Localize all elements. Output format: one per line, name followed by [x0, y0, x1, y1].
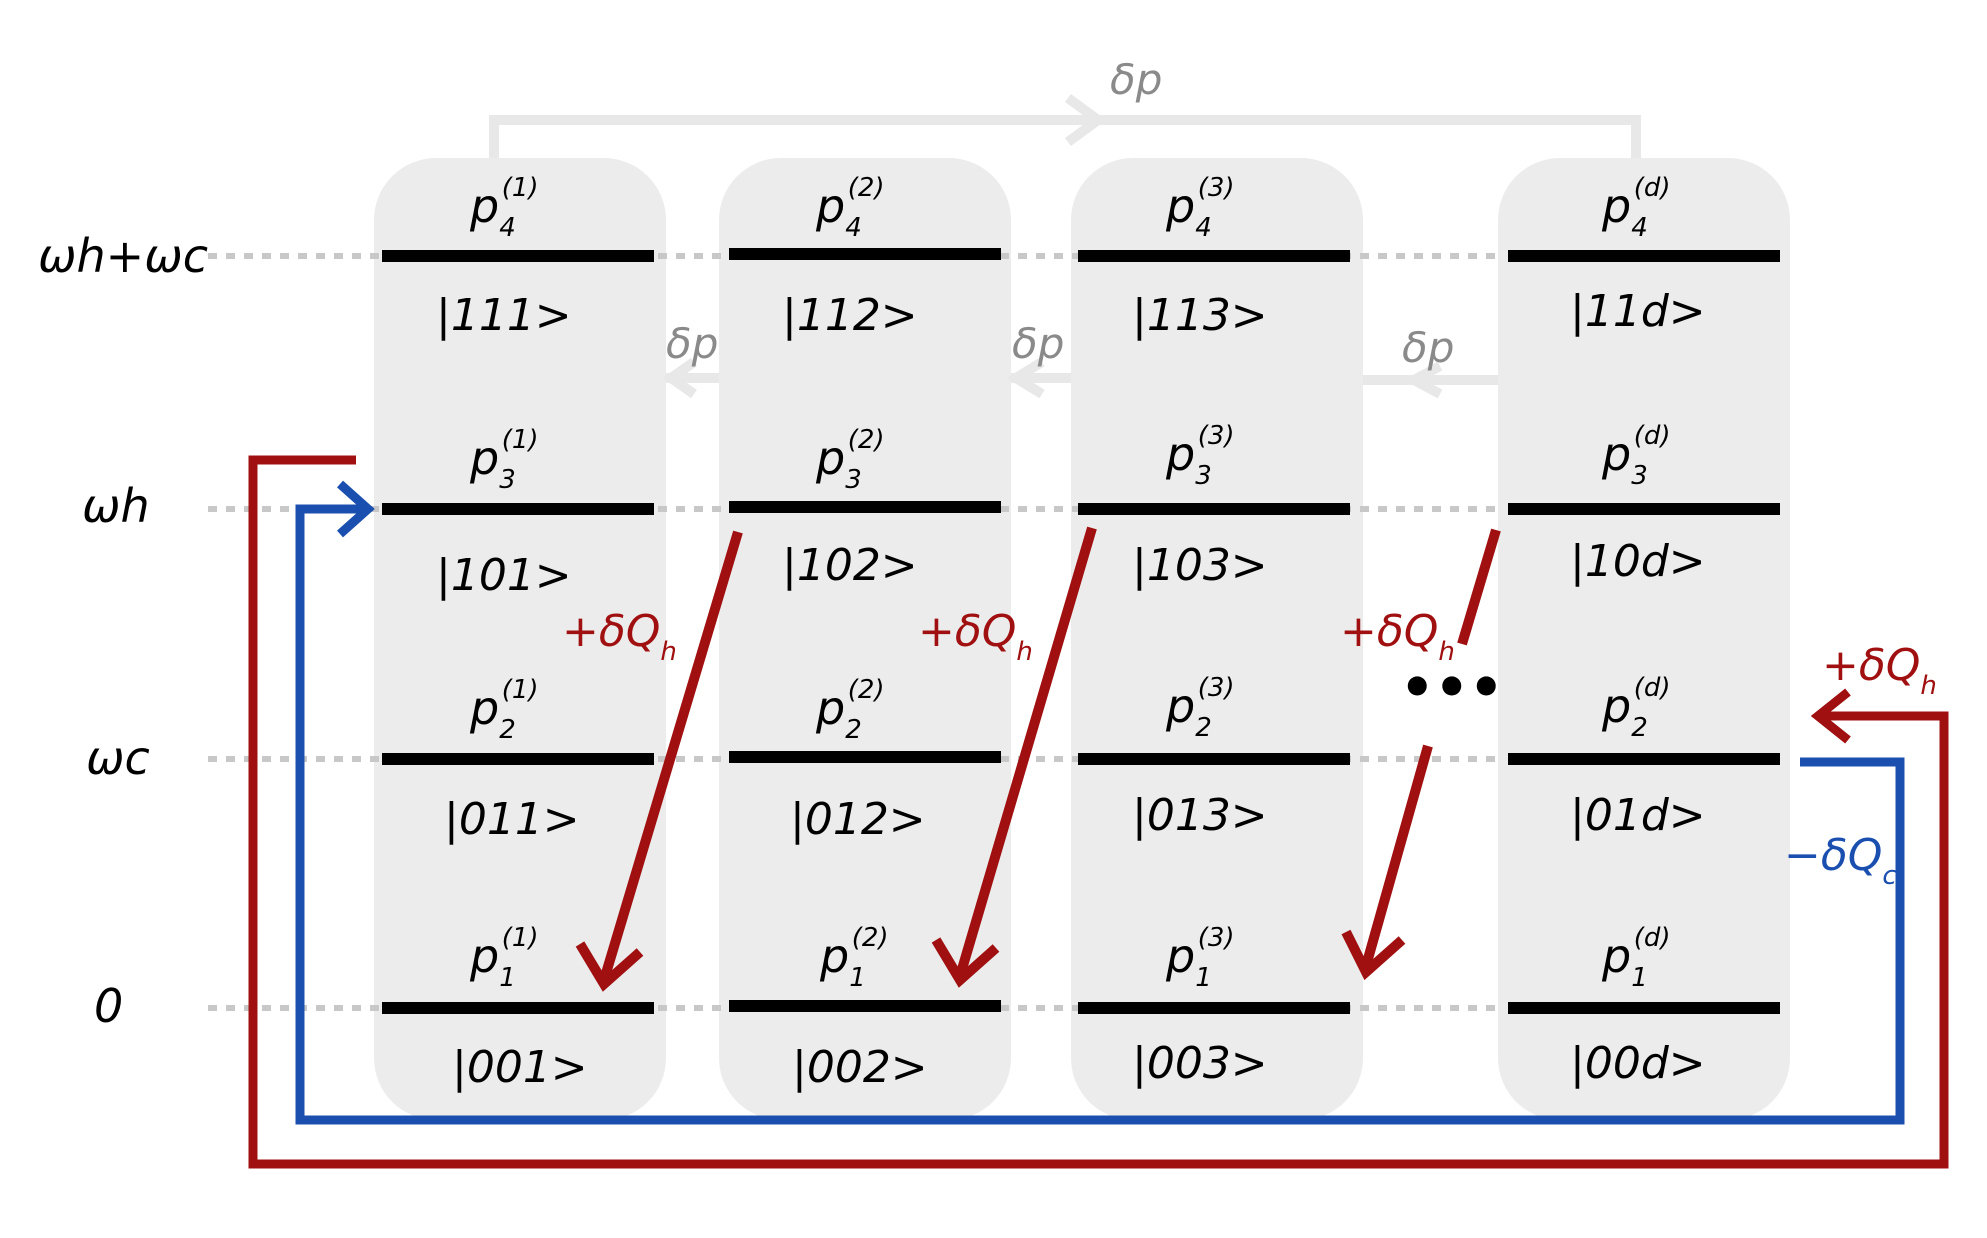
hot-arrow-3-shaft-top: [1457, 528, 1501, 646]
state-c3-2: |013>: [1132, 790, 1268, 841]
level-bar-c1-1: [382, 1002, 654, 1014]
hot-label-3: +δQh: [1340, 606, 1455, 667]
population-p4-cd: p4(d): [1601, 173, 1671, 243]
population-p2-c2: p2(2): [815, 675, 885, 745]
delta-p-label-1: δp: [666, 319, 718, 368]
energy-axis-labels: ωh+ωc ωh ωc 0: [38, 229, 208, 1033]
level-bar-c3-1: [1078, 1002, 1350, 1014]
level-bar-cd-1: [1508, 1002, 1780, 1014]
population-p1-c3: p1(3): [1165, 923, 1235, 993]
level-bar-cd-2: [1508, 753, 1780, 765]
hot-loop-arrowhead: [1810, 688, 1851, 744]
column-1-bg: [374, 158, 666, 1120]
level-bars: [382, 248, 1780, 1014]
hot-arrow-3-shaft-bottom: [1361, 744, 1433, 968]
delta-p-arrows: [489, 93, 1641, 399]
hot-label-1: +δQh: [562, 606, 677, 667]
state-cd-3: |10d>: [1570, 536, 1706, 587]
level-bar-c2-3: [729, 501, 1001, 513]
hot-arrow-2-shaft: [955, 526, 1097, 978]
column-2-bg: [719, 158, 1011, 1120]
population-p4-c2: p4(2): [815, 173, 885, 243]
state-c1-4: |111>: [436, 290, 572, 341]
population-p4-c3: p4(3): [1165, 173, 1235, 243]
state-c1-3: |101>: [436, 550, 572, 601]
population-p3-cd: p3(d): [1601, 421, 1671, 491]
state-labels: |111> |101> |011> |001> |112> |102> |012…: [436, 286, 1706, 1093]
hot-arrow-3-head: [1341, 929, 1406, 981]
population-p3-c1: p3(1): [469, 425, 539, 495]
energy-label-wh: ωh: [82, 479, 150, 533]
cold-heat-label: −δQc: [1784, 830, 1897, 891]
level-bar-cd-4: [1508, 250, 1780, 262]
delta-p-labels: δp δp δp δp: [666, 55, 1454, 372]
state-c3-1: |003>: [1132, 1038, 1268, 1089]
column-ellipsis: •••: [1400, 656, 1504, 719]
state-c2-4: |112>: [782, 290, 918, 341]
delta-p-label-top: δp: [1110, 55, 1162, 104]
delta-p-arrowhead-3-to-2: [1006, 357, 1045, 399]
state-c3-4: |113>: [1132, 290, 1268, 341]
state-cd-1: |00d>: [1570, 1038, 1706, 1089]
column-d-bg: [1498, 158, 1790, 1120]
population-p2-c1: p2(1): [469, 675, 539, 745]
hot-loop: [248, 455, 1949, 1169]
hot-loop-path: [248, 455, 1949, 1169]
population-p1-c2: p1(2): [819, 923, 889, 993]
energy-label-wc: ωc: [86, 731, 150, 785]
population-p2-c3: p2(3): [1165, 673, 1235, 743]
state-c1-1: |001>: [452, 1042, 588, 1093]
state-c2-2: |012>: [790, 794, 926, 845]
state-cd-4: |11d>: [1570, 286, 1706, 337]
level-bar-c3-3: [1078, 503, 1350, 515]
column-3-bg: [1071, 158, 1363, 1120]
hot-heat-labels: +δQh +δQh +δQh +δQh: [562, 606, 1937, 701]
state-c2-1: |002>: [792, 1042, 928, 1093]
hot-arrow-1-head: [575, 941, 644, 992]
cold-loop: [295, 480, 1905, 1125]
population-p3-c2: p3(2): [815, 425, 885, 495]
hot-label-2: +δQh: [918, 606, 1033, 667]
population-p3-c3: p3(3): [1165, 421, 1235, 491]
state-c1-2: |011>: [444, 794, 580, 845]
delta-p-arrowhead-d-to-3: [1403, 361, 1443, 399]
top-delta-p-arrowhead: [1065, 93, 1107, 147]
hot-arrow-2-head: [931, 937, 1000, 988]
level-bar-c1-4: [382, 250, 654, 262]
level-bar-c1-3: [382, 503, 654, 515]
level-bar-c3-4: [1078, 250, 1350, 262]
level-bar-cd-3: [1508, 503, 1780, 515]
population-p4-c1: p4(1): [469, 173, 539, 243]
delta-p-label-2: δp: [1012, 319, 1064, 368]
top-delta-p-arrow: [489, 115, 1641, 158]
delta-p-arrowhead-2-to-1: [662, 357, 697, 399]
cold-loop-path: [295, 504, 1905, 1125]
hot-label-right: +δQh: [1822, 640, 1937, 701]
level-bar-c2-4: [729, 248, 1001, 260]
energy-label-whwc: ωh+ωc: [38, 229, 208, 283]
state-c2-3: |102>: [782, 540, 918, 591]
column-backgrounds: [374, 158, 1790, 1120]
cold-loop-arrowhead: [337, 480, 375, 538]
level-bar-c1-2: [382, 753, 654, 765]
population-p1-cd: p1(d): [1601, 923, 1671, 993]
level-bar-c3-2: [1078, 753, 1350, 765]
hot-heat-arrows: [575, 526, 1501, 992]
population-p2-cd: p2(d): [1601, 673, 1671, 743]
energy-label-zero: 0: [94, 979, 123, 1033]
level-bar-c2-1: [729, 1000, 1001, 1012]
level-bar-c2-2: [729, 751, 1001, 763]
state-cd-2: |01d>: [1570, 790, 1706, 841]
hot-arrow-1-shaft: [599, 530, 743, 982]
delta-p-label-3: δp: [1402, 323, 1454, 372]
state-c3-3: |103>: [1132, 540, 1268, 591]
population-labels: p4(1) p3(1) p2(1) p1(1) p4(2) p3(2) p2(2…: [469, 173, 1671, 993]
population-p1-c1: p1(1): [469, 923, 539, 993]
